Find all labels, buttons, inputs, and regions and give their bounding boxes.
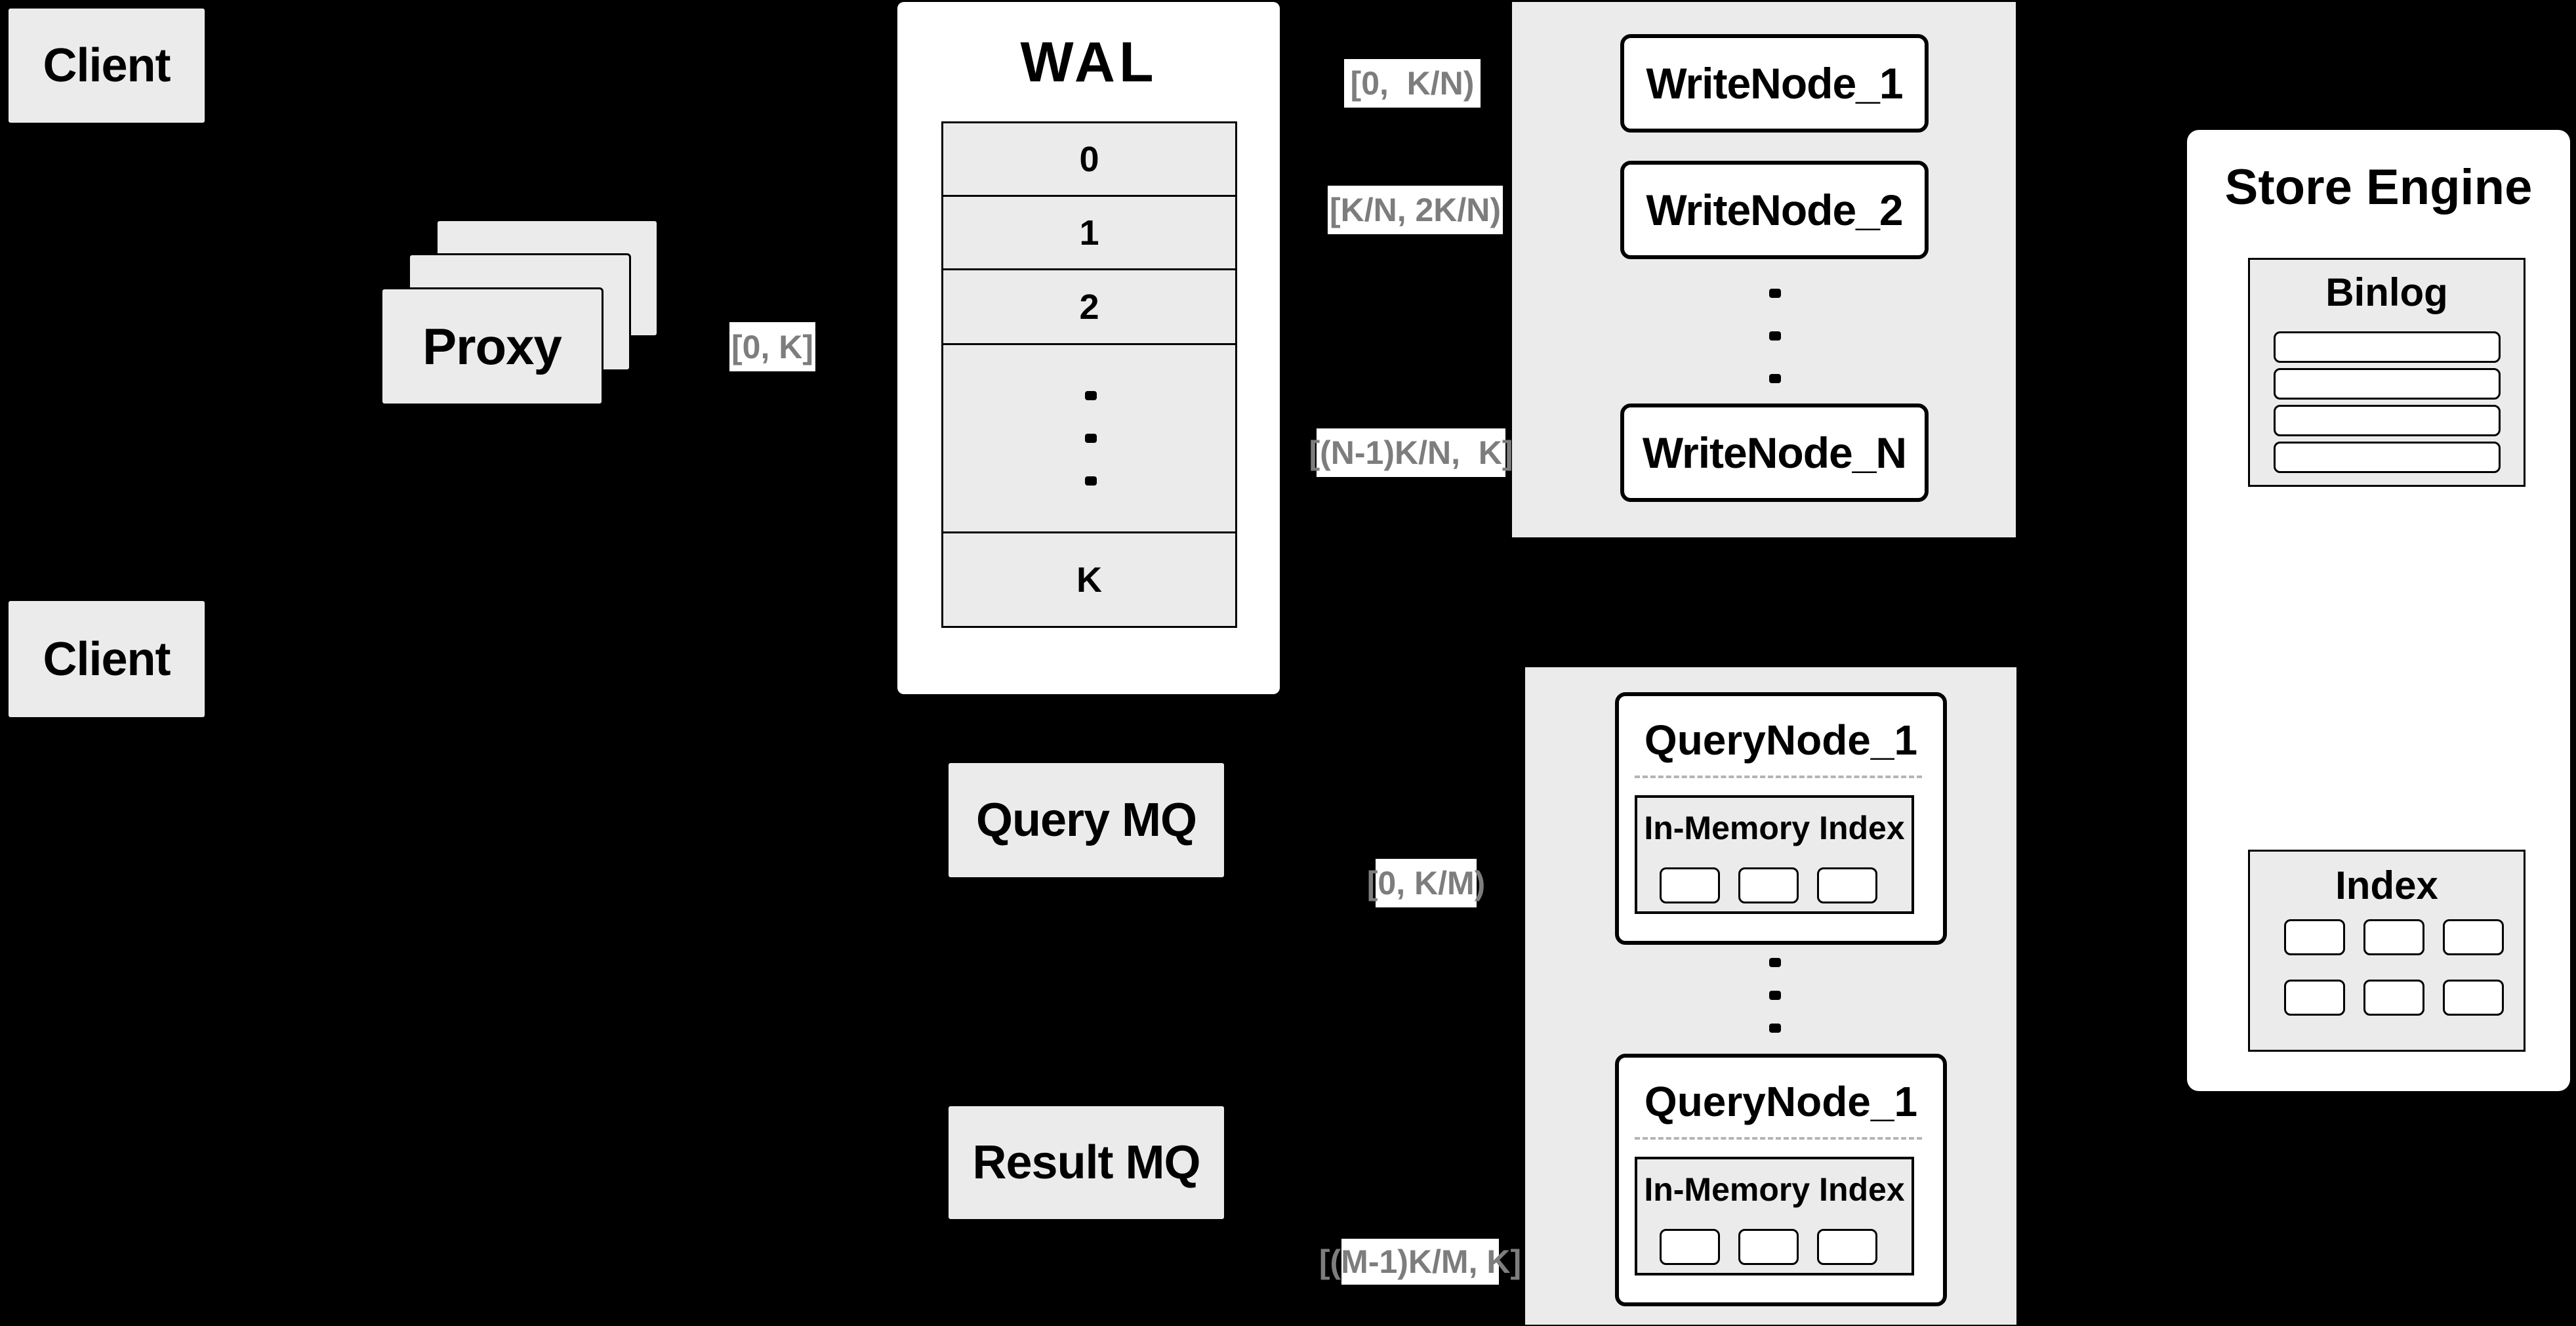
write-node-dot-3 [1769, 374, 1781, 383]
store-engine-title: Store Engine [2224, 159, 2533, 215]
query-node-1-inmemory-box: In-Memory Index [1635, 795, 1914, 914]
query-node-dot-3 [1769, 1024, 1781, 1033]
result-mq-box: Result MQ [947, 1104, 1226, 1221]
client-box-bottom: Client [7, 599, 207, 719]
query-mq-box: Query MQ [947, 761, 1226, 879]
binlog-box: Binlog [2248, 258, 2525, 487]
write-node-1: WriteNode_1 [1620, 34, 1929, 133]
query-node-1-inmemory-title: In-Memory Index [1644, 810, 1905, 846]
result-mq-label: Result MQ [972, 1136, 1200, 1189]
query-node-1-title: QueryNode_1 [1644, 716, 1918, 764]
write-range-label-1: [0, K/N) [1344, 59, 1481, 108]
wal-segment-row-2: 2 [943, 270, 1235, 345]
proxy-range-label: [0, K] [729, 322, 815, 371]
client-box-top: Client [7, 7, 207, 125]
write-node-dot-1 [1769, 289, 1781, 298]
query-node-2-title: QueryNode_1 [1644, 1078, 1918, 1125]
write-node-n-label: WriteNode_N [1642, 428, 1907, 477]
client-top-label: Client [43, 39, 171, 92]
query-node-dot-2 [1769, 991, 1781, 1000]
segment-chip [1738, 1229, 1799, 1265]
write-node-1-label: WriteNode_1 [1646, 59, 1903, 108]
index-chip [2443, 919, 2504, 955]
index-box: Index [2248, 850, 2525, 1052]
proxy-box-front: Proxy [380, 287, 603, 405]
index-chip [2363, 980, 2424, 1016]
wal-dot-3 [1085, 476, 1097, 486]
write-node-2: WriteNode_2 [1620, 161, 1929, 259]
query-node-2: QueryNode_1 In-Memory Index [1615, 1054, 1947, 1306]
proxy-label: Proxy [422, 317, 562, 375]
binlog-row [2274, 368, 2501, 400]
binlog-row [2274, 405, 2501, 436]
query-node-dot-1 [1769, 958, 1781, 967]
write-node-dot-2 [1769, 331, 1781, 341]
segment-chip [1817, 867, 1877, 903]
segment-chip [1738, 867, 1799, 903]
segment-chip [1660, 1229, 1720, 1265]
index-chip [2284, 980, 2345, 1016]
binlog-title: Binlog [2325, 270, 2448, 314]
binlog-row [2274, 442, 2501, 473]
query-node-2-inmemory-title: In-Memory Index [1644, 1171, 1905, 1208]
segment-chip [1817, 1229, 1877, 1265]
query-node-2-separator [1635, 1137, 1922, 1140]
index-chip [2443, 980, 2504, 1016]
wal-segment-row-0: 0 [943, 123, 1235, 197]
wal-segment-row-1: 1 [943, 197, 1235, 270]
query-node-1: QueryNode_1 In-Memory Index [1615, 692, 1947, 945]
query-range-label-2: [(M-1)K/M, K] [1319, 1239, 1521, 1285]
query-node-2-inmemory-box: In-Memory Index [1635, 1157, 1914, 1275]
query-range-label-1: [0, K/M) [1367, 859, 1485, 907]
write-range-label-n: [(N-1)K/N, K] [1309, 428, 1513, 477]
query-mq-label: Query MQ [975, 794, 1197, 846]
wal-segment-table: 0 1 2 K [941, 121, 1237, 628]
query-node-1-separator [1635, 776, 1922, 778]
binlog-row [2274, 331, 2501, 363]
wal-dot-2 [1085, 434, 1097, 443]
write-range-label-2: [K/N, 2K/N) [1328, 186, 1503, 234]
wal-dot-1 [1085, 391, 1097, 400]
index-title: Index [2335, 863, 2438, 907]
wal-dots-row [943, 345, 1235, 533]
wal-segment-row-k: K [943, 533, 1235, 626]
write-node-2-label: WriteNode_2 [1646, 186, 1903, 234]
client-bottom-label: Client [43, 632, 171, 686]
index-chip [2284, 919, 2345, 955]
index-chip [2363, 919, 2424, 955]
store-engine-box: Store Engine Binlog Index [2187, 130, 2570, 1091]
wal-title: WAL [1020, 31, 1158, 94]
write-node-n: WriteNode_N [1620, 404, 1929, 502]
segment-chip [1660, 867, 1720, 903]
